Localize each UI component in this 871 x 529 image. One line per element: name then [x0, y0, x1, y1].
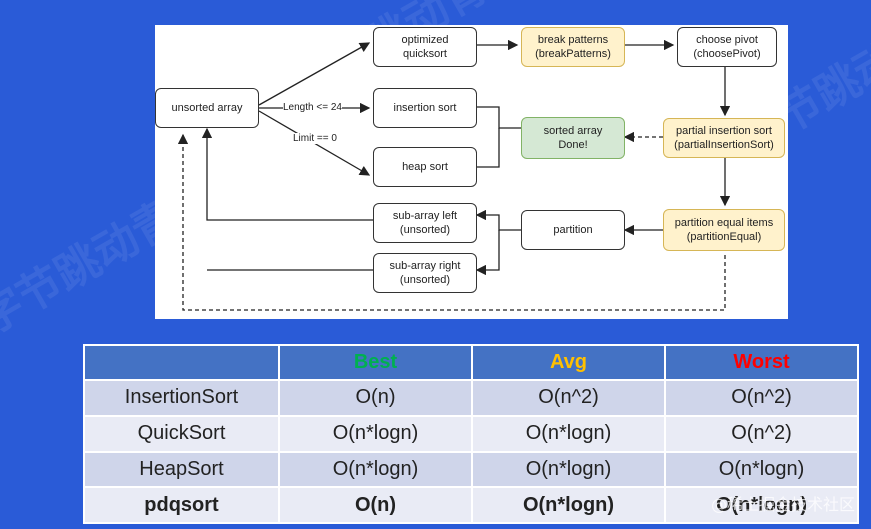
- edge-to-right: [475, 230, 500, 276]
- diagram-edges: [177, 39, 731, 311]
- table-row: pdqsort O(n) O(n*logn) O(n*logn): [83, 486, 859, 524]
- worst-cell: O(n*logn): [664, 450, 859, 489]
- length-condition-label: Length <= 24: [283, 102, 342, 113]
- sub-array-left-node: sub-array left (unsorted): [373, 203, 477, 243]
- unsorted-array-node: unsorted array: [155, 88, 259, 128]
- table-header-row: Best Avg Worst: [83, 344, 859, 381]
- avg-cell: O(n^2): [471, 379, 666, 417]
- worst-cell: O(n*logn): [664, 486, 859, 524]
- header-worst: Worst: [664, 344, 859, 381]
- algorithm-name-cell: QuickSort: [83, 414, 280, 453]
- partial-insertion-sort-node: partial insertion sort (partialInsertion…: [663, 118, 785, 158]
- table-row: InsertionSort O(n) O(n^2) O(n^2): [83, 379, 859, 417]
- avg-cell: O(n*logn): [471, 450, 666, 489]
- sorted-array-node: sorted array Done!: [521, 117, 625, 159]
- avg-cell: O(n*logn): [471, 486, 666, 524]
- worst-cell: O(n^2): [664, 379, 859, 417]
- source-watermark: @稀土掘金技术社区: [710, 495, 855, 514]
- table-row: QuickSort O(n*logn) O(n*logn) O(n^2): [83, 414, 859, 453]
- worst-cell: O(n^2): [664, 414, 859, 453]
- heap-sort-node: heap sort: [373, 147, 477, 187]
- edge-equal-to-unsorted: [177, 133, 726, 311]
- complexity-table: Best Avg Worst InsertionSort O(n) O(n^2)…: [83, 344, 859, 524]
- algorithm-name-cell: InsertionSort: [83, 379, 280, 417]
- limit-condition-label: Limit == 0: [293, 133, 337, 144]
- algorithm-name-cell: HeapSort: [83, 450, 280, 489]
- partition-equal-items-node: partition equal items (partitionEqual): [663, 209, 785, 251]
- edge-heap-to-sorted: [477, 128, 500, 168]
- header-best: Best: [278, 344, 473, 381]
- algorithm-name-cell: pdqsort: [83, 486, 280, 524]
- optimized-quicksort-node: optimized quicksort: [373, 27, 477, 67]
- choose-pivot-node: choose pivot (choosePivot): [677, 27, 777, 67]
- header-empty: [83, 344, 280, 381]
- avg-cell: O(n*logn): [471, 414, 666, 453]
- best-cell: O(n*logn): [278, 414, 473, 453]
- best-cell: O(n*logn): [278, 450, 473, 489]
- insertion-sort-node: insertion sort: [373, 88, 477, 128]
- partition-node: partition: [521, 210, 625, 250]
- best-cell: O(n): [278, 486, 473, 524]
- table-row: HeapSort O(n*logn) O(n*logn) O(n*logn): [83, 450, 859, 489]
- edge-left-to-unsorted: [201, 127, 373, 221]
- best-cell: O(n): [278, 379, 473, 417]
- edge-to-quicksort: [258, 42, 371, 106]
- pdqsort-flow-diagram: unsorted array optimized quicksort break…: [155, 25, 788, 319]
- header-avg: Avg: [471, 344, 666, 381]
- edge-to-left: [475, 209, 521, 231]
- break-patterns-node: break patterns (breakPatterns): [521, 27, 625, 67]
- sub-array-right-node: sub-array right (unsorted): [373, 253, 477, 293]
